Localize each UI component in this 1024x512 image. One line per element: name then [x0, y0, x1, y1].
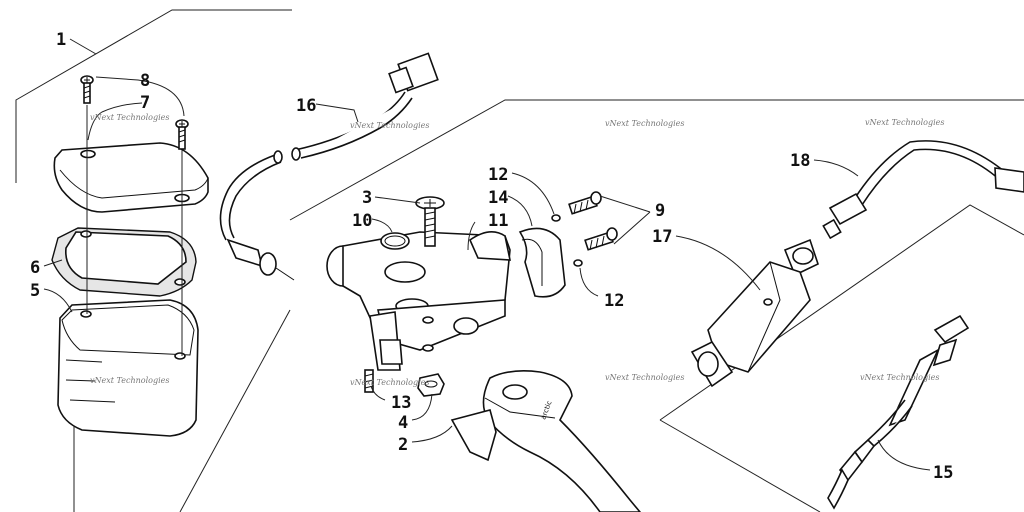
- callout-2: 2: [398, 435, 408, 455]
- callout-4: 4: [398, 413, 408, 433]
- brake-lever: arctic: [450, 370, 642, 512]
- o-ring: [380, 232, 410, 250]
- callout-12-top: 12: [488, 165, 508, 185]
- callout-7: 7: [140, 93, 150, 113]
- diaphragm-gasket: [51, 227, 197, 297]
- clamp-screws: [551, 191, 618, 267]
- watermark-7: vNext Technologies: [605, 373, 684, 382]
- callout-13: 13: [391, 393, 411, 413]
- watermark-3: vNext Technologies: [605, 119, 684, 128]
- pivot-screw: [415, 196, 445, 247]
- cover-screws: [80, 75, 189, 150]
- watermark-6: vNext Technologies: [350, 378, 429, 387]
- callout-8: 8: [140, 71, 150, 91]
- callout-15: 15: [933, 463, 953, 483]
- callout-12-bottom: 12: [604, 291, 624, 311]
- reservoir-body: [57, 299, 199, 437]
- watermark-1: vNext Technologies: [90, 113, 169, 122]
- hose-junction: [690, 238, 819, 388]
- callout-11: 11: [488, 211, 508, 231]
- brake-switch-harness: [219, 52, 439, 281]
- brake-hose-upper: [822, 140, 1024, 240]
- handlebar-clamp: [518, 227, 566, 298]
- callout-9: 9: [655, 201, 665, 221]
- reservoir-cover: [53, 142, 209, 213]
- callouts: 1 8 7 6 5 16 3 10 12 14 11 9 17 12 18 13…: [30, 30, 953, 483]
- leader-lines: [43, 38, 931, 471]
- callout-6: 6: [30, 258, 40, 278]
- pivot-bolt: [364, 369, 445, 397]
- watermark-8: vNext Technologies: [860, 373, 939, 382]
- callout-1: 1: [56, 30, 66, 50]
- watermark-5: vNext Technologies: [90, 376, 169, 385]
- master-cylinder-housing: [326, 231, 511, 371]
- callout-3: 3: [362, 188, 372, 208]
- callout-16: 16: [296, 96, 316, 116]
- callout-14: 14: [488, 188, 508, 208]
- watermark-2: vNext Technologies: [350, 121, 429, 130]
- callout-5: 5: [30, 281, 40, 301]
- watermarks: vNext Technologies vNext Technologies vN…: [90, 113, 944, 387]
- brake-hose-lower: [827, 314, 970, 510]
- alignment-lines: [86, 105, 183, 356]
- callout-10: 10: [352, 211, 372, 231]
- callout-17: 17: [652, 227, 672, 247]
- watermark-4: vNext Technologies: [865, 118, 944, 127]
- callout-18: 18: [790, 151, 810, 171]
